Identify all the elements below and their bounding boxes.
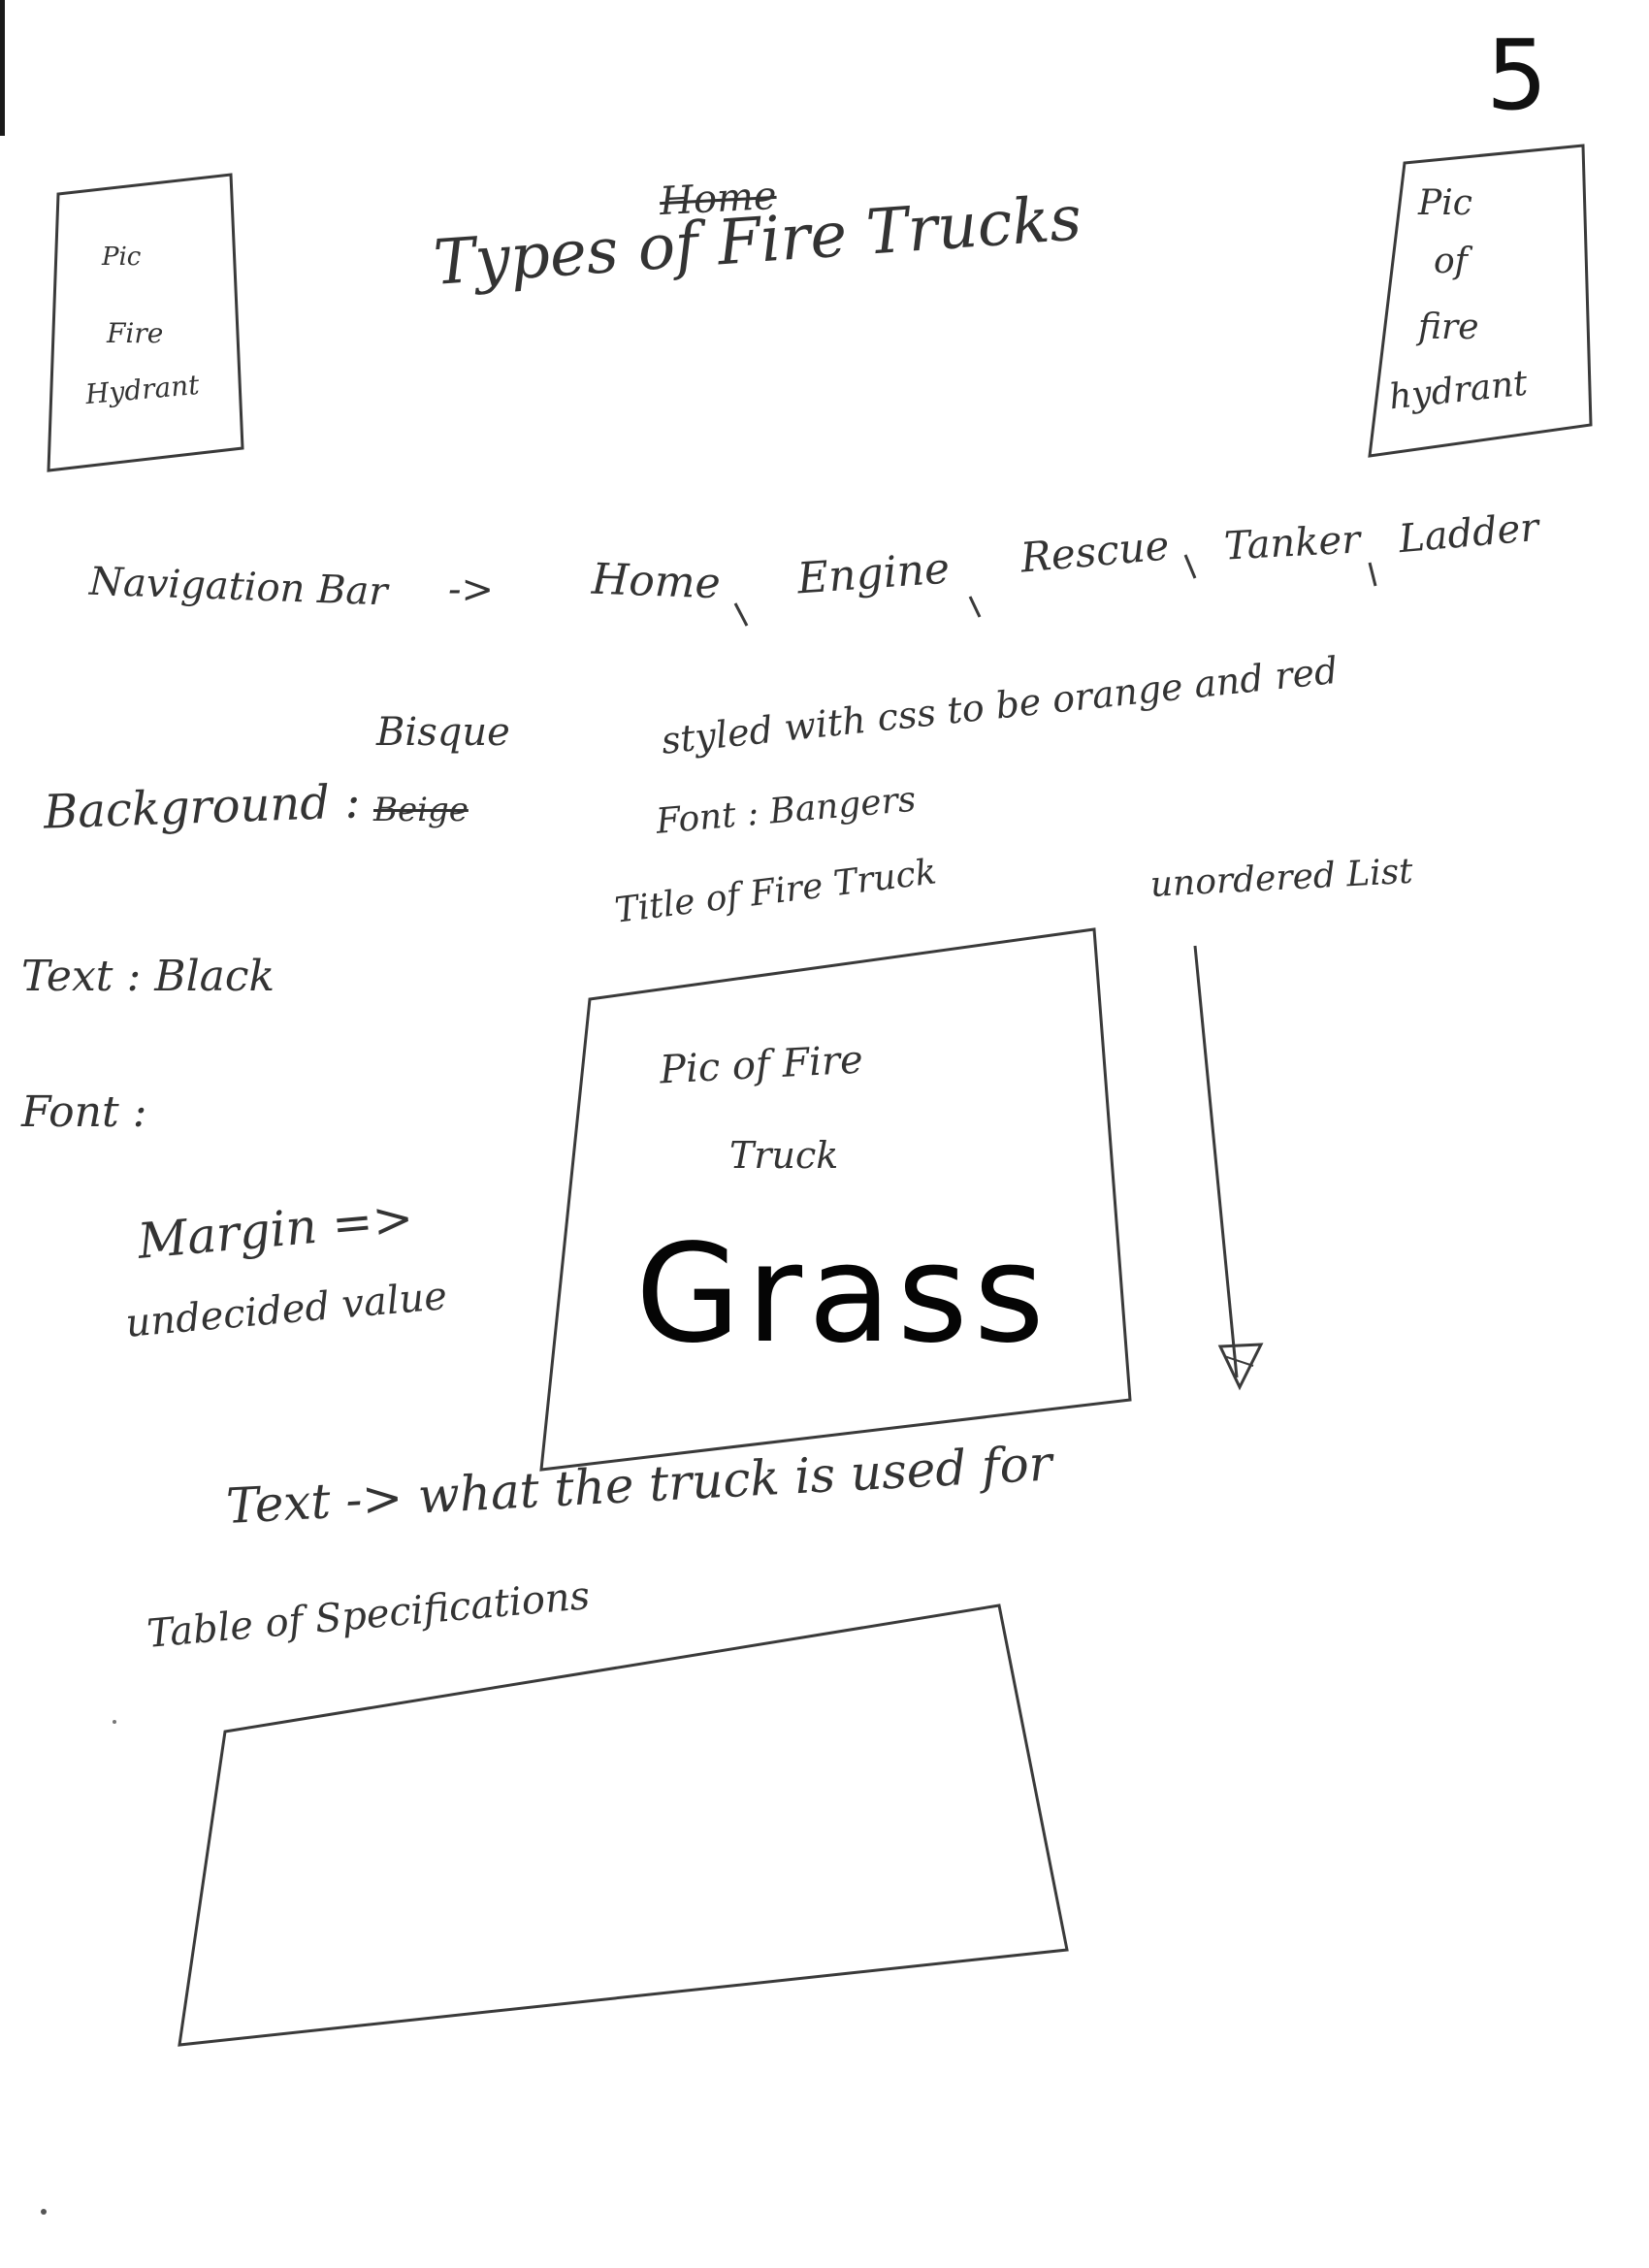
text-color-note: Text : Black	[21, 952, 275, 1001]
navigation-arrow: ->	[448, 567, 495, 612]
nav-item-engine: Engine	[795, 543, 952, 604]
left-box-line-1: Pic	[102, 243, 142, 272]
nav-item-ladder: Ladder	[1397, 504, 1541, 563]
scan-speck	[41, 2209, 47, 2215]
left-image-placeholder	[47, 173, 244, 472]
nav-item-home: Home	[591, 554, 722, 609]
left-box-line-2: Fire	[107, 317, 164, 349]
right-box-line-2: of	[1434, 242, 1468, 281]
right-box-line-3: fire	[1418, 308, 1479, 347]
scan-speck	[113, 1720, 116, 1724]
background-value: Bisque	[376, 710, 510, 755]
nav-separator-3	[1183, 554, 1197, 579]
background-struck-value: Beige	[373, 791, 469, 829]
truck-box-line-1: Pic of Fire	[658, 1037, 864, 1093]
nav-item-tanker: Tanker	[1222, 517, 1362, 569]
scan-edge-mark	[0, 0, 5, 136]
font-label: Font :	[21, 1087, 147, 1137]
list-arrow-line	[1193, 945, 1239, 1378]
nav-separator-4	[1368, 562, 1377, 587]
background-label: Background :	[43, 774, 362, 840]
specifications-table-placeholder	[178, 1604, 1069, 2047]
list-arrow-head	[1217, 1343, 1264, 1391]
right-box-line-1: Pic	[1418, 183, 1472, 223]
truck-image-placeholder	[539, 927, 1132, 1472]
page-number: 5	[1486, 18, 1548, 132]
truck-box-big-word: Grass	[635, 1215, 1051, 1374]
list-arrow-hatch	[1223, 1355, 1254, 1367]
nav-separator-2	[968, 596, 982, 618]
right-image-placeholder	[1368, 144, 1593, 458]
truck-box-line-2: Truck	[729, 1134, 839, 1177]
navigation-label: Navigation Bar	[88, 559, 389, 615]
nav-separator-1	[733, 602, 749, 627]
